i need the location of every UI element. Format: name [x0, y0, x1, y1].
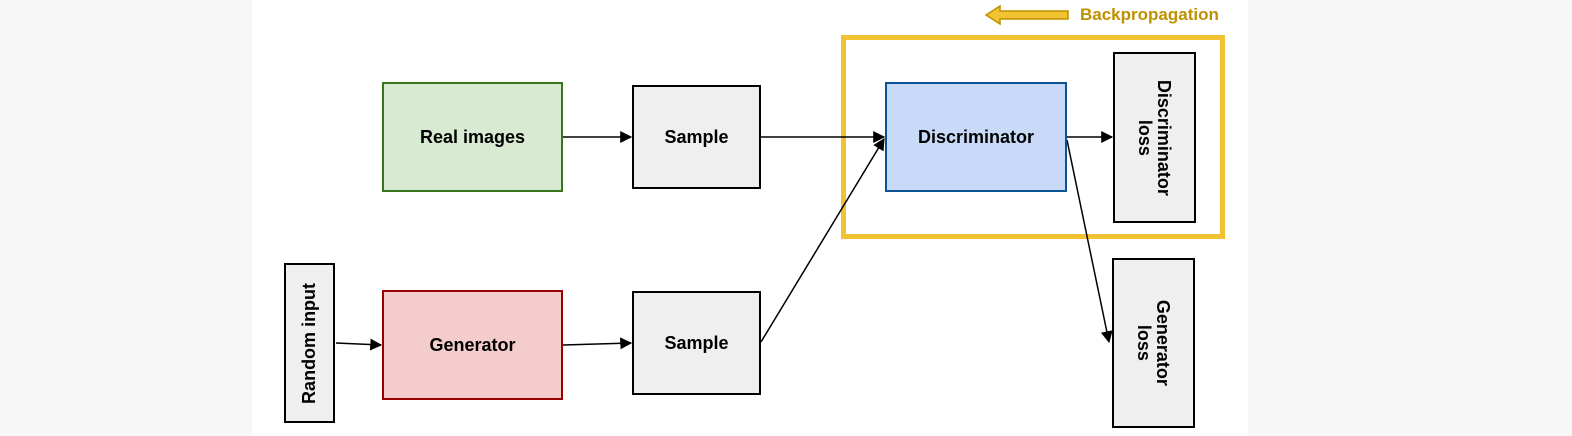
- backpropagation-arrow-icon: [984, 4, 1069, 26]
- edge-discriminator-to-gloss: [1066, 139, 1113, 344]
- edge-generator-to-sample: [562, 337, 633, 350]
- backpropagation-label: Backpropagation: [1080, 5, 1219, 24]
- real-images-node: Real images: [382, 82, 563, 192]
- sample-node-bottom: Sample: [632, 291, 761, 395]
- generator-label: Generator: [429, 334, 516, 355]
- sample-bottom-label: Sample: [664, 332, 729, 353]
- edge-random-to-generator: [335, 338, 383, 351]
- sample-node-top: Sample: [632, 85, 761, 189]
- sample-top-label: Sample: [664, 126, 729, 147]
- generator-loss-node: Generator loss: [1112, 258, 1195, 428]
- discriminator-loss-label: Discriminator loss: [1135, 79, 1175, 196]
- random-input-label: Random input: [299, 282, 320, 404]
- edge-sample-bottom-to-discriminator: [760, 137, 885, 343]
- discriminator-loss-node: Discriminator loss: [1113, 52, 1196, 223]
- random-input-node: Random input: [284, 263, 335, 423]
- real-images-label: Real images: [419, 126, 526, 147]
- generator-loss-label: Generator loss: [1134, 299, 1174, 387]
- discriminator-node: Discriminator: [885, 82, 1067, 192]
- generator-node: Generator: [382, 290, 563, 400]
- discriminator-label: Discriminator: [917, 126, 1035, 147]
